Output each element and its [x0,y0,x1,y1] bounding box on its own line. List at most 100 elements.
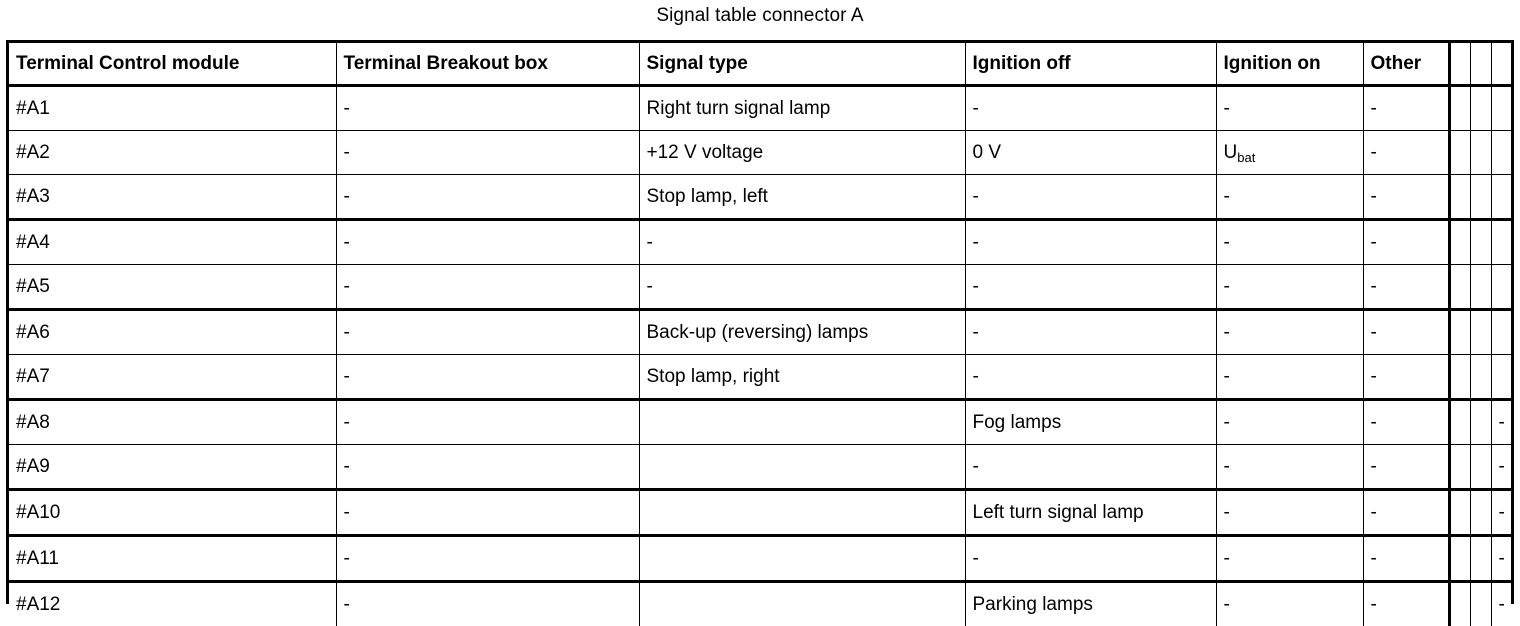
cell-extra_1 [1449,86,1470,131]
cell-extra_3: - [1491,536,1511,582]
table-row: #A4----- [9,220,1511,265]
cell-extra_3 [1491,355,1511,400]
cell-signal_type [639,445,965,490]
cell-extra_1 [1449,445,1470,490]
cell-extra_1 [1449,131,1470,175]
cell-extra_2 [1470,355,1491,400]
cell-ignition_on: - [1216,220,1363,265]
cell-terminal_control_module: #A7 [9,355,336,400]
cell-extra_3 [1491,131,1511,175]
cell-ignition_off: - [965,536,1216,582]
cell-value-subscript: bat [1237,150,1255,165]
cell-ignition_off: - [965,310,1216,355]
cell-ignition_off: - [965,265,1216,310]
cell-extra_1 [1449,310,1470,355]
cell-other: - [1363,490,1449,536]
cell-ignition_off: Parking lamps [965,582,1216,626]
cell-terminal_control_module: #A9 [9,445,336,490]
cell-other: - [1363,175,1449,220]
cell-extra_2 [1470,310,1491,355]
cell-terminal_breakout_box: - [336,582,639,626]
page-root: Signal table connector A Terminal Contro… [0,0,1520,608]
cell-ignition_on: Ubat [1216,131,1363,175]
cell-signal_type [639,490,965,536]
cell-extra_2 [1470,220,1491,265]
cell-extra_2 [1470,445,1491,490]
cell-terminal_breakout_box: - [336,490,639,536]
cell-ignition_on: - [1216,310,1363,355]
table-row: #A8-Fog lamps--- [9,400,1511,445]
column-header-signal-type: Signal type [639,43,965,86]
cell-terminal_control_module: #A2 [9,131,336,175]
cell-other: - [1363,355,1449,400]
column-header-terminal-breakout-box: Terminal Breakout box [336,43,639,86]
cell-terminal_control_module: #A4 [9,220,336,265]
table-row: #A1-Right turn signal lamp--- [9,86,1511,131]
cell-extra_2 [1470,490,1491,536]
table-row: #A10-Left turn signal lamp--- [9,490,1511,536]
cell-terminal_breakout_box: - [336,445,639,490]
cell-extra_1 [1449,355,1470,400]
cell-ignition_off: - [965,175,1216,220]
cell-signal_type: Stop lamp, left [639,175,965,220]
cell-signal_type [639,582,965,626]
signal-table: Terminal Control module Terminal Breakou… [9,43,1511,626]
cell-extra_2 [1470,131,1491,175]
cell-terminal_breakout_box: - [336,220,639,265]
cell-signal_type: +12 V voltage [639,131,965,175]
cell-ignition_off: 0 V [965,131,1216,175]
cell-ignition_on: - [1216,445,1363,490]
cell-other: - [1363,86,1449,131]
cell-ignition_on: - [1216,582,1363,626]
cell-extra_3: - [1491,582,1511,626]
cell-extra_3 [1491,220,1511,265]
cell-terminal_control_module: #A8 [9,400,336,445]
cell-extra_2 [1470,582,1491,626]
cell-ignition_on: - [1216,86,1363,131]
cell-extra_1 [1449,582,1470,626]
cell-signal_type [639,536,965,582]
column-header-ignition-off: Ignition off [965,43,1216,86]
cell-terminal_breakout_box: - [336,310,639,355]
table-row: #A12-Parking lamps--- [9,582,1511,626]
cell-other: - [1363,131,1449,175]
cell-terminal_breakout_box: - [336,355,639,400]
column-header-extra-1 [1449,43,1470,86]
signal-table-container: Terminal Control module Terminal Breakou… [6,40,1514,604]
cell-ignition_off: Left turn signal lamp [965,490,1216,536]
column-header-extra-3 [1491,43,1511,86]
cell-terminal_control_module: #A10 [9,490,336,536]
table-head: Terminal Control module Terminal Breakou… [9,43,1511,86]
cell-ignition_off: Fog lamps [965,400,1216,445]
cell-extra_2 [1470,536,1491,582]
cell-signal_type: - [639,265,965,310]
cell-ignition_off: - [965,445,1216,490]
cell-extra_3 [1491,310,1511,355]
cell-terminal_control_module: #A12 [9,582,336,626]
cell-ignition_on: - [1216,490,1363,536]
cell-extra_1 [1449,220,1470,265]
cell-extra_1 [1449,400,1470,445]
table-row: #A6-Back-up (reversing) lamps--- [9,310,1511,355]
cell-extra_1 [1449,265,1470,310]
cell-other: - [1363,536,1449,582]
cell-extra_3: - [1491,445,1511,490]
table-row: #A9----- [9,445,1511,490]
table-row: #A11----- [9,536,1511,582]
column-header-extra-2 [1470,43,1491,86]
cell-signal_type: - [639,220,965,265]
cell-extra_1 [1449,536,1470,582]
cell-extra_2 [1470,265,1491,310]
page-title: Signal table connector A [0,3,1520,29]
cell-terminal_control_module: #A6 [9,310,336,355]
table-row: #A3-Stop lamp, left--- [9,175,1511,220]
cell-terminal_breakout_box: - [336,536,639,582]
column-header-ignition-on: Ignition on [1216,43,1363,86]
cell-other: - [1363,220,1449,265]
cell-terminal_control_module: #A5 [9,265,336,310]
cell-terminal_control_module: #A11 [9,536,336,582]
cell-terminal_breakout_box: - [336,131,639,175]
table-header-row: Terminal Control module Terminal Breakou… [9,43,1511,86]
cell-extra_2 [1470,86,1491,131]
